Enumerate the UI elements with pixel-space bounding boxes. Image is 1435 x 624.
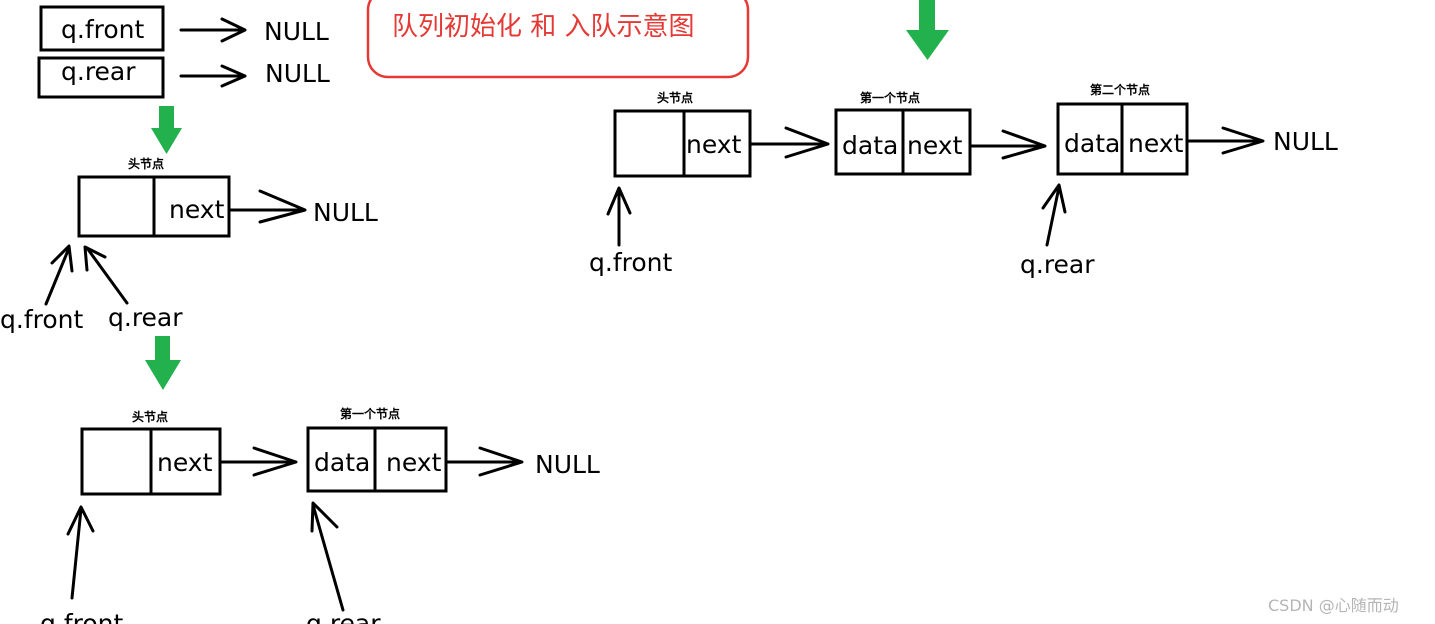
second-null-arrow-4 [1185,126,1265,155]
first-node-box-3 [306,426,448,493]
title-frame [366,0,750,79]
second-node-next-4: next [1128,129,1184,158]
head-node-caption-4: 头节点 [657,90,693,105]
rear-pointer-label: q.rear [61,57,136,86]
first-node-next-3: next [386,448,442,477]
stage-head-only: 头节点 next NULL q.front q.rear [0,156,378,334]
first-node-next-4: next [907,131,963,160]
stage-one-node: 头节点 next 第一个节点 data next NULL q.front q.… [40,406,600,624]
rear-to-head-arrow [83,245,129,305]
head-node-next-4: next [686,130,742,159]
front-to-head-arrow-4 [606,186,632,247]
first-null-arrow [444,446,524,477]
head-null-label: NULL [313,198,378,227]
first-node-data-4: data [842,131,898,160]
rear-label-4: q.rear [1020,250,1095,279]
head-node-caption: 头节点 [128,156,164,171]
front-to-head-arrow [44,244,74,306]
second-null-label-4: NULL [1273,127,1338,156]
diagram-title: 队列初始化 和 入队示意图 [392,12,695,42]
front-null-label: NULL [264,17,329,46]
head-node-next-3: next [157,448,213,477]
head-to-first-arrow [218,446,298,477]
rear-to-second-arrow-4 [1041,183,1067,247]
second-node-data-4: data [1064,129,1120,158]
green-down-arrow-1 [151,106,182,154]
head-to-first-arrow-4 [748,126,830,159]
front-null-arrow [179,17,247,43]
second-node-caption-4: 第二个节点 [1090,82,1150,97]
green-down-arrow-3 [906,0,949,60]
front-to-head-arrow-3 [66,505,95,600]
rear-null-label: NULL [265,59,330,88]
front-pointer-label: q.front [61,15,144,44]
rear-label-3: q.rear [306,609,381,624]
first-node-caption-4: 第一个节点 [860,90,920,105]
head-null-arrow [227,189,307,224]
front-label-4: q.front [589,248,672,277]
first-null-label-3: NULL [535,450,600,479]
stage-two-nodes: 头节点 next 第一个节点 data next 第二个节点 data next… [589,82,1338,279]
first-node-caption-3: 第一个节点 [340,406,400,421]
head-node-caption-3: 头节点 [132,409,168,424]
watermark: CSDN @心随而动 [1268,596,1399,615]
head-node-next: next [169,195,225,224]
front-label-3: q.front [40,609,123,624]
rear-pointer-box [37,56,165,99]
green-down-arrow-2 [145,336,181,390]
rear-null-arrow [179,64,247,88]
front-label-2: q.front [0,305,83,334]
front-pointer-box [39,5,165,52]
first-to-second-arrow-4 [968,129,1047,160]
stage-empty-pointers: q.front NULL q.rear NULL [37,5,330,99]
rear-to-first-arrow-3 [310,501,345,612]
first-node-data-3: data [314,448,370,477]
rear-label-2: q.rear [108,303,183,332]
